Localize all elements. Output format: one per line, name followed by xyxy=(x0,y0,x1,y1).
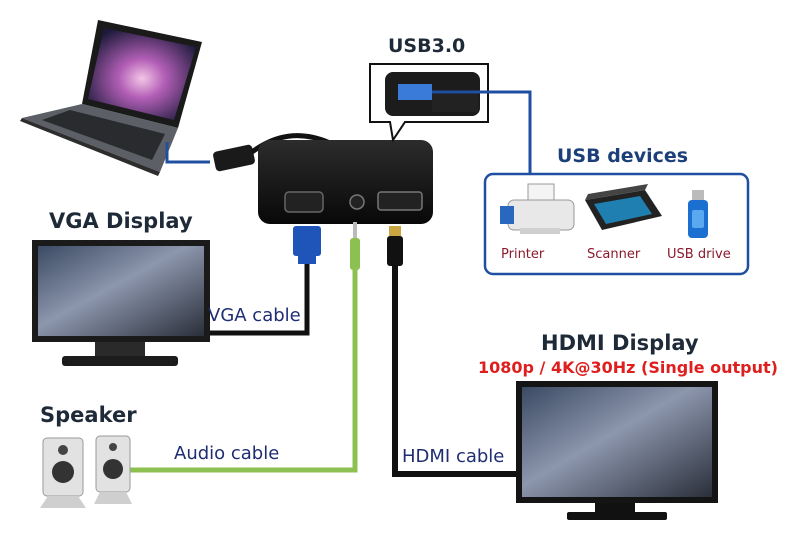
usb3-callout xyxy=(369,63,489,143)
usb-drive-icon xyxy=(688,190,708,238)
usb-link-line xyxy=(165,142,210,164)
scanner-label: Scanner xyxy=(587,247,641,262)
laptop-icon xyxy=(20,20,202,176)
hdmi-port xyxy=(377,191,423,211)
hdmi-display-icon xyxy=(516,381,718,520)
scanner-icon xyxy=(585,184,662,230)
printer-label: Printer xyxy=(501,247,545,262)
audio-cable-label: Audio cable xyxy=(174,443,280,464)
hub-plug xyxy=(213,133,331,172)
vga-display-title: VGA Display xyxy=(49,209,193,233)
audio-port xyxy=(349,194,365,210)
usb-devices-link xyxy=(432,90,532,175)
audio-cable-line xyxy=(120,270,358,473)
vga-port xyxy=(284,191,324,213)
hdmi-spec-label: 1080p / 4K@30Hz (Single output) xyxy=(478,358,778,377)
audio-jack xyxy=(350,222,360,270)
vga-connector xyxy=(293,226,321,264)
usb3-label: USB3.0 xyxy=(388,35,466,57)
hdmi-plug xyxy=(387,226,403,266)
usb-devices-title: USB devices xyxy=(557,145,689,167)
vga-cable-label: VGA cable xyxy=(208,305,301,326)
printer-icon xyxy=(500,183,575,234)
hdmi-cable-label: HDMI cable xyxy=(402,446,505,467)
speaker-icon xyxy=(40,435,132,508)
speaker-title: Speaker xyxy=(40,403,137,427)
usb-drive-label: USB drive xyxy=(667,247,731,262)
adapter-hub xyxy=(258,140,433,224)
vga-cable-line xyxy=(205,264,310,336)
hdmi-cable-line xyxy=(392,266,518,477)
vga-monitor-icon xyxy=(32,240,210,366)
hdmi-display-title: HDMI Display xyxy=(541,331,699,355)
